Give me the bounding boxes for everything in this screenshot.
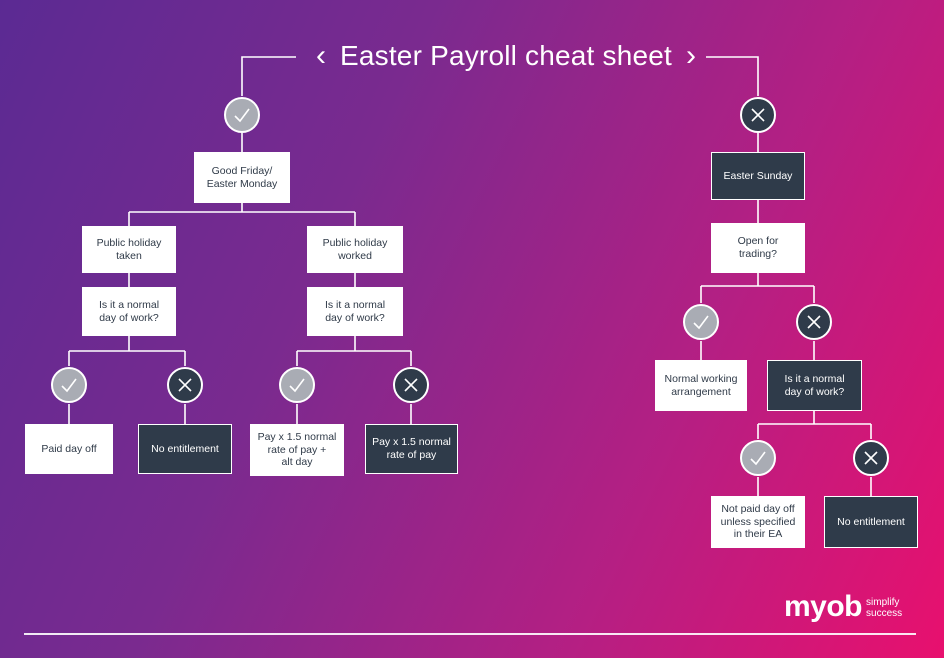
- brand-name: myob: [784, 590, 863, 623]
- node-pay-15: Pay x 1.5 normal rate of pay: [365, 424, 458, 474]
- brand-tagline-line2: success: [866, 607, 903, 619]
- check-icon: [279, 367, 315, 403]
- node-normal-day-right: Is it a normal day of work?: [767, 360, 862, 411]
- title-bar: ‹ Easter Payroll cheat sheet ›: [308, 36, 704, 76]
- node-not-paid-day-off: Not paid day off unless specified in the…: [711, 496, 805, 548]
- node-good-friday: Good Friday/ Easter Monday: [194, 152, 290, 203]
- node-pay-15-alt-day: Pay x 1.5 normal rate of pay + alt day: [250, 424, 344, 476]
- brand-logo: myob simplify success: [784, 592, 902, 622]
- check-icon: [740, 440, 776, 476]
- chevron-right-icon: ›: [686, 39, 697, 72]
- cross-icon: [796, 304, 832, 340]
- check-icon: [51, 367, 87, 403]
- check-icon: [224, 97, 260, 133]
- cross-icon: [853, 440, 889, 476]
- check-icon: [683, 304, 719, 340]
- page-title: Easter Payroll cheat sheet: [339, 40, 673, 71]
- chevron-left-icon: ‹: [315, 39, 326, 72]
- node-public-holiday-taken: Public holiday taken: [82, 226, 176, 273]
- cross-icon: [740, 97, 776, 133]
- brand-tagline: simplify success: [866, 597, 903, 622]
- node-normal-day-left: Is it a normal day of work?: [82, 287, 176, 336]
- node-no-entitlement-right: No entitlement: [824, 496, 918, 548]
- node-open-for-trading: Open for trading?: [711, 223, 805, 273]
- brand-tagline-line1: simplify: [866, 597, 900, 608]
- node-easter-sunday: Easter Sunday: [711, 152, 805, 200]
- node-no-entitlement-left: No entitlement: [138, 424, 232, 474]
- cross-icon: [167, 367, 203, 403]
- footer-divider: [24, 633, 916, 635]
- node-paid-day-off: Paid day off: [25, 424, 113, 474]
- node-normal-day-mid: Is it a normal day of work?: [307, 287, 403, 336]
- cross-icon: [393, 367, 429, 403]
- node-public-holiday-worked: Public holiday worked: [307, 226, 403, 273]
- node-normal-working-arrangement: Normal working arrangement: [655, 360, 747, 411]
